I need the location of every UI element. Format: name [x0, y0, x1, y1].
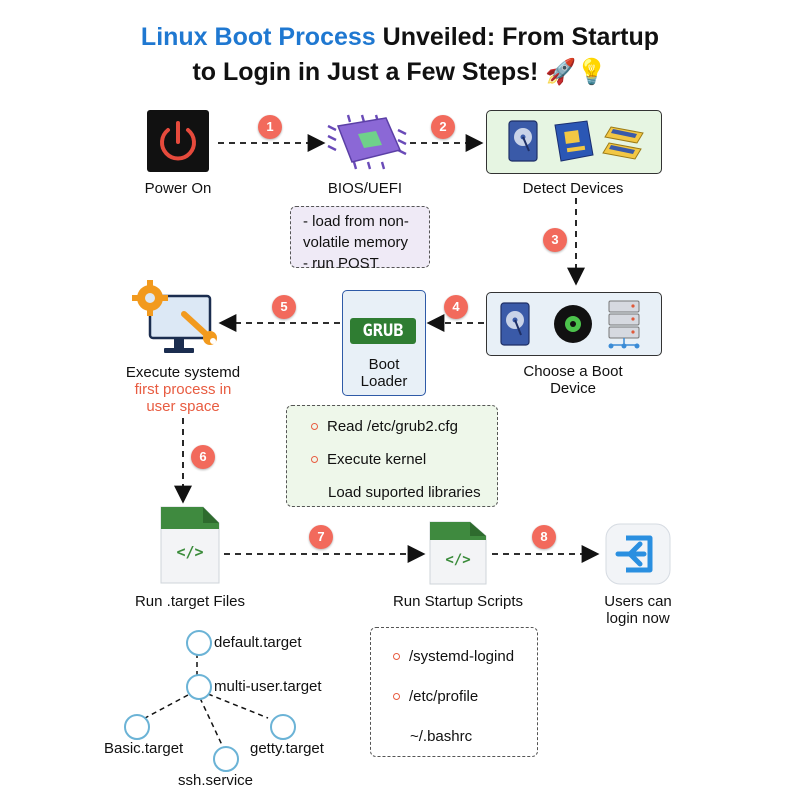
script-file-icon: </>: [428, 520, 487, 592]
step-badge-3: 3: [543, 228, 567, 252]
login-label-line-2: login now: [606, 610, 670, 627]
step-badge-8: 8: [532, 525, 556, 549]
systemd-note-line-1: first process in: [134, 381, 232, 398]
tree-label-bottom: ssh.service: [178, 772, 254, 789]
script-notes-box: /systemd-logind /etc/profile ~/.bashrc: [370, 627, 538, 757]
step-badge-5: 5: [272, 295, 296, 319]
hard-disk-icon: [500, 302, 530, 346]
choose-device-label-line-1: Choose a Boot: [523, 363, 623, 380]
grub-notes-box: Read /etc/grub2.cfg Execute kernel Load …: [286, 405, 498, 507]
login-label: Users can login now: [578, 593, 698, 627]
detect-devices-box: [486, 110, 662, 174]
tree-node-bottom: [213, 746, 239, 772]
systemd-note-line-2: user space: [146, 398, 220, 415]
startup-scripts-label: Run Startup Scripts: [392, 593, 524, 610]
title-highlight: Linux Boot Process: [140, 23, 376, 51]
tree-link-mid-left: [144, 694, 189, 719]
ram-icon: [602, 126, 644, 160]
tree-node-mid: [186, 674, 212, 700]
bios-note-1: - load from non-: [303, 213, 409, 230]
title-rest: Unveiled: From Startup: [375, 23, 660, 51]
grub-note-1: Read /etc/grub2.cfg: [327, 418, 458, 435]
tree-link-mid-bottom: [199, 697, 223, 746]
boot-loader-box: GRUB Boot Loader: [342, 290, 426, 396]
step-badge-6: 6: [191, 445, 215, 469]
tree-node-right: [270, 714, 296, 740]
wrench-icon: [181, 311, 217, 345]
grub-note-2: Execute kernel: [327, 451, 427, 468]
login-icon: [604, 522, 672, 591]
bios-note-2: volatile memory: [303, 234, 409, 251]
bios-note-3: - run POST: [303, 255, 379, 272]
grub-note-row: Execute kernel: [311, 443, 497, 476]
step-badge-2: 2: [431, 115, 455, 139]
tree-label-root: default.target: [214, 634, 302, 651]
login-label-line-1: Users can: [604, 593, 672, 610]
choose-device-label-line-2: Device: [550, 380, 596, 397]
script-note-row: /systemd-logind: [393, 636, 537, 676]
bullet-icon: [311, 456, 318, 463]
bios-label: BIOS/UEFI: [327, 180, 403, 197]
script-note-2: /etc/profile: [409, 687, 479, 705]
script-note-3: ~/.bashrc: [410, 727, 473, 745]
choose-device-box: [486, 292, 662, 356]
boot-loader-label: Boot Loader: [343, 356, 425, 390]
tree-link-mid-right: [207, 693, 269, 719]
bios-notes-box: - load from non- volatile memory - run P…: [290, 206, 430, 272]
target-file-icon: </>: [159, 505, 220, 584]
step-badge-7: 7: [309, 525, 333, 549]
power-on-label: Power On: [144, 180, 212, 197]
code-icon: </>: [176, 543, 204, 561]
boot-loader-label-line-1: Boot: [368, 356, 400, 373]
server-icon: [608, 300, 640, 349]
bullet-icon: [393, 692, 400, 700]
script-note-row: /etc/profile: [393, 676, 537, 716]
grub-logo: GRUB: [350, 318, 416, 344]
boot-loader-label-line-2: Loader: [360, 373, 408, 390]
bullet-icon: [311, 423, 318, 430]
tree-label-right: getty.target: [250, 740, 324, 757]
bios-chip-icon: [324, 112, 410, 177]
detect-devices-label: Detect Devices: [522, 180, 624, 197]
bullet-icon: [393, 652, 400, 660]
title-line-2: to Login in Just a Few Steps! 🚀💡: [192, 58, 608, 86]
step-badge-4: 4: [444, 295, 468, 319]
step-badge-1: 1: [258, 115, 282, 139]
tree-label-left: Basic.target: [104, 740, 184, 757]
script-note-row: ~/.bashrc: [393, 716, 537, 756]
gear-icon: [132, 280, 168, 316]
tree-label-mid: multi-user.target: [214, 678, 322, 695]
title-line-1: Linux Boot Process Unveiled: From Startu…: [0, 20, 800, 54]
grub-note-row: Load suported libraries: [311, 476, 497, 509]
grub-note-row: Read /etc/grub2.cfg: [311, 410, 497, 443]
script-note-1: /systemd-logind: [409, 647, 515, 665]
grub-note-3: Load suported libraries: [328, 484, 481, 501]
systemd-label: Execute systemd first process in user sp…: [103, 364, 263, 415]
hard-disk-icon: [508, 120, 538, 162]
choose-device-label: Choose a Boot Device: [486, 363, 660, 397]
settings-monitor-icon: [128, 280, 224, 365]
disc-icon: [554, 305, 592, 343]
tree-node-root: [186, 630, 212, 656]
motherboard-icon: [554, 120, 594, 162]
target-files-label: Run .target Files: [134, 593, 246, 610]
tree-node-left: [124, 714, 150, 740]
code-icon: </>: [445, 552, 471, 568]
systemd-label-line-1: Execute systemd: [125, 364, 241, 381]
power-button-icon: [147, 110, 209, 172]
